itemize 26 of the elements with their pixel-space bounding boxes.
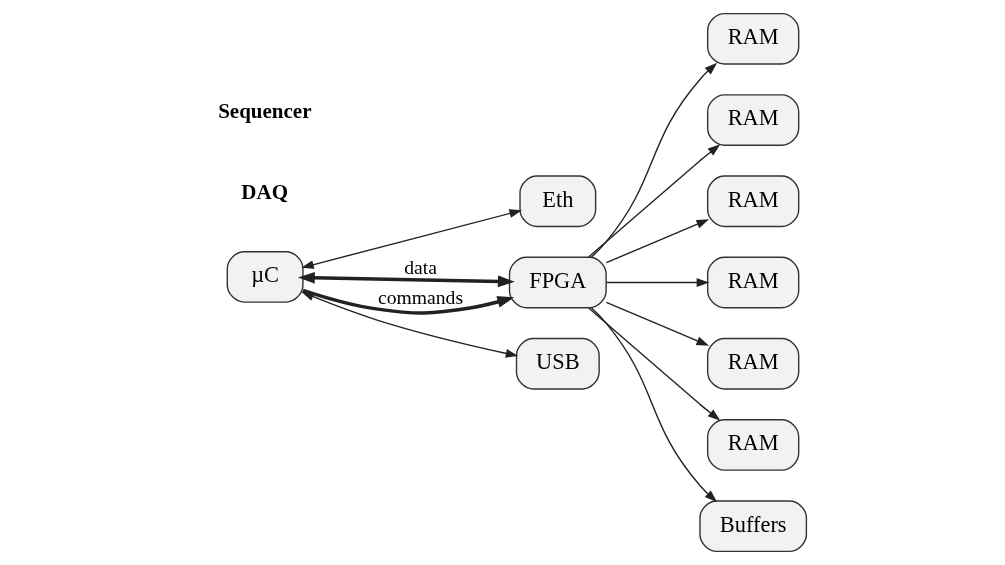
- node-box: Eth: [519, 175, 597, 228]
- node-box: RAM: [706, 175, 800, 228]
- label: Sequencer: [218, 98, 312, 123]
- edge-label: data: [404, 257, 437, 279]
- arrow: [302, 288, 515, 315]
- arrow: [588, 307, 721, 421]
- arrow: [301, 291, 519, 358]
- arrow: [590, 62, 718, 258]
- arrow: [590, 307, 718, 503]
- node-box: RAM: [706, 337, 800, 390]
- edge-label: commands: [378, 286, 464, 308]
- node-box: FPGA: [508, 256, 607, 309]
- arrow: [301, 209, 523, 269]
- node-box: RAM: [706, 94, 800, 146]
- arrow: [605, 301, 710, 346]
- arrow: [605, 278, 710, 287]
- node-box: µC: [226, 251, 304, 303]
- arrow: [605, 219, 710, 264]
- node-box: Buffers: [699, 500, 808, 553]
- node-box: RAM: [706, 419, 800, 471]
- node-box: RAM: [706, 256, 800, 309]
- node-box: RAM: [706, 12, 800, 65]
- node-box: USB: [515, 337, 600, 390]
- label: DAQ: [241, 180, 288, 205]
- arrow: [588, 144, 721, 258]
- arrow: [297, 271, 515, 288]
